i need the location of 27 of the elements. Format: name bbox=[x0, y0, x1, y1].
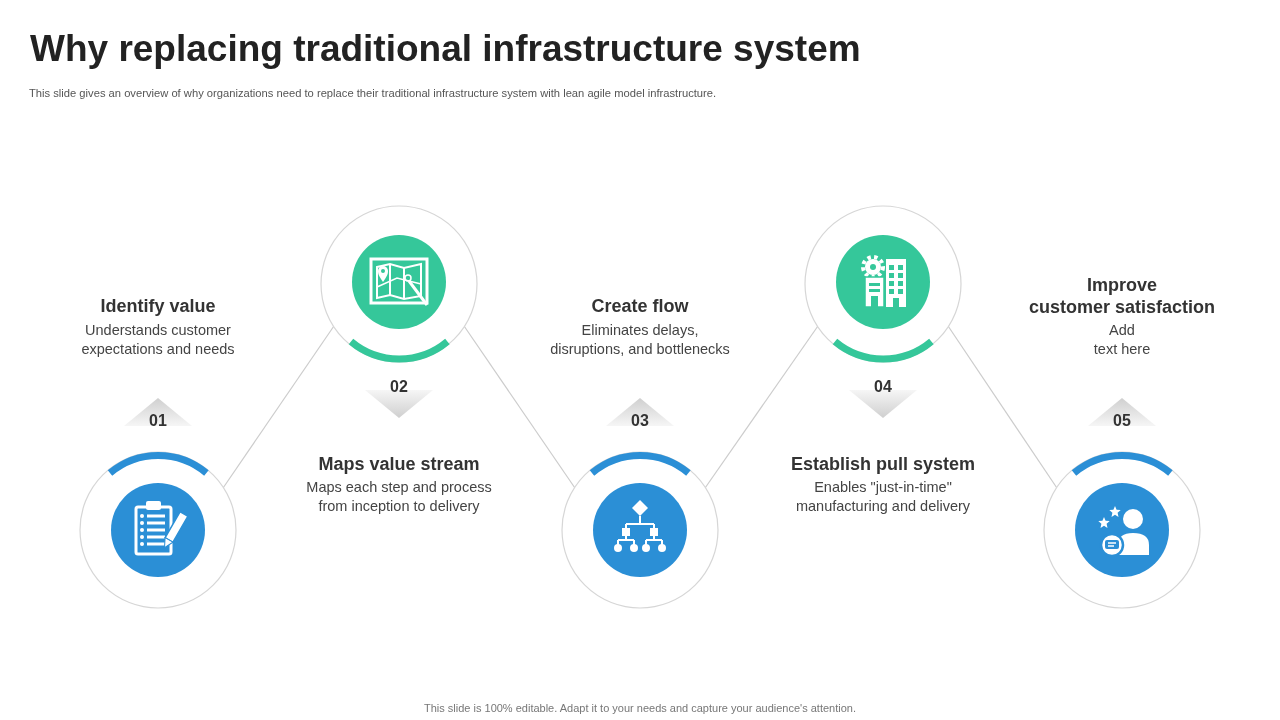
slide-title: Why replacing traditional infrastructure system bbox=[30, 27, 861, 71]
step-description: Eliminates delays, disruptions, and bottlenecks bbox=[550, 321, 730, 359]
step-number: 05 bbox=[1113, 412, 1131, 430]
connector-line bbox=[222, 325, 335, 489]
step-number: 02 bbox=[390, 378, 408, 396]
step-heading: Maps value stream bbox=[318, 453, 480, 475]
step-heading: Identify value bbox=[100, 295, 216, 317]
step-circle bbox=[319, 204, 479, 364]
step-circle bbox=[803, 204, 963, 364]
step-description: Understands customer expectations and needs bbox=[81, 321, 235, 359]
step-description: Add text here bbox=[1093, 321, 1151, 359]
slide-subtitle: This slide gives an overview of why organizations need to replace their traditional infrastructure system with lean agile model infrastructure. bbox=[29, 86, 717, 100]
step-circle bbox=[78, 450, 238, 610]
step-number: 04 bbox=[874, 378, 892, 396]
step-circle bbox=[1042, 450, 1202, 610]
connector-line bbox=[463, 325, 576, 489]
step-description: Maps each step and process from inception to delivery bbox=[306, 478, 492, 516]
step-number: 01 bbox=[149, 412, 167, 430]
step-description: Enables "just-in-time" manufacturing and delivery bbox=[795, 478, 971, 516]
footer-note: This slide is 100% editable. Adapt it to your needs and capture your audience's attention. bbox=[424, 701, 856, 715]
step-circle bbox=[560, 450, 720, 610]
step-heading: Create flow bbox=[591, 295, 689, 317]
connector-line bbox=[704, 325, 819, 489]
connector-line bbox=[947, 325, 1058, 489]
step-number: 03 bbox=[631, 412, 649, 430]
step-heading: Establish pull system bbox=[790, 453, 976, 475]
step-heading: Improve customer satisfaction bbox=[1028, 274, 1216, 318]
